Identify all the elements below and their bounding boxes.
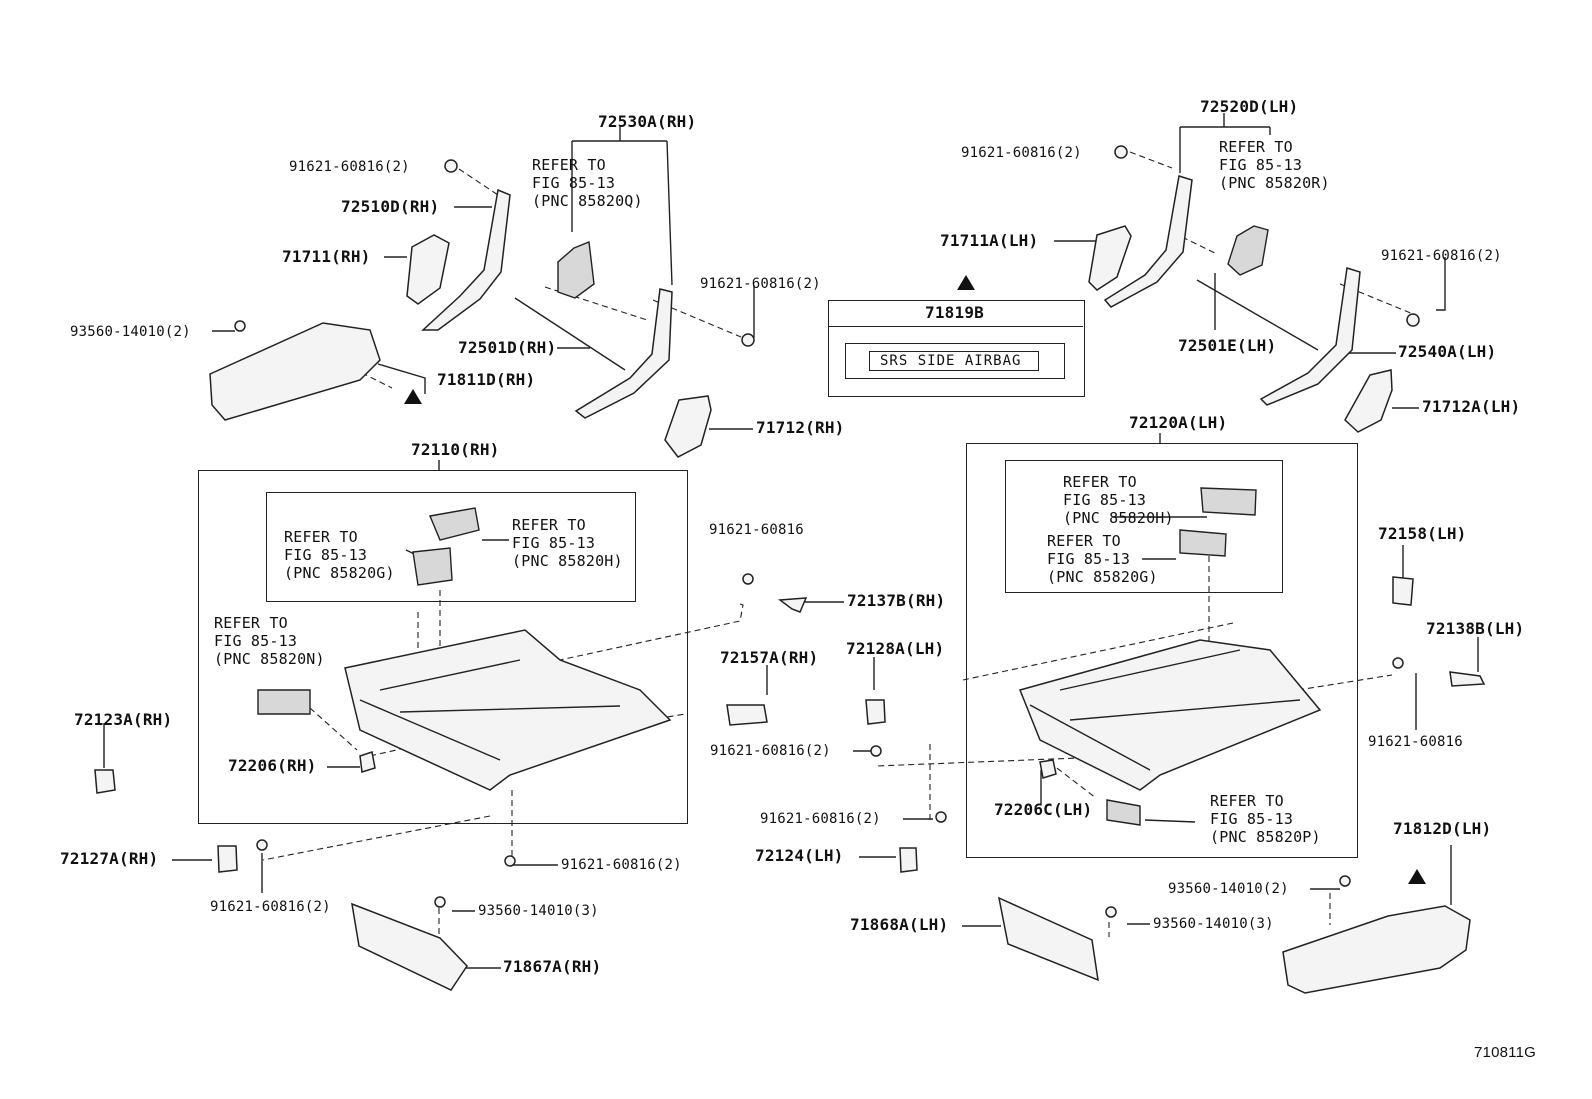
refer-line-2: FIG 85-13 — [1047, 550, 1131, 568]
part-label-91621-center: 91621-60816 — [709, 522, 804, 538]
part-label-72520D: 72520D(LH) — [1200, 97, 1299, 116]
refer-line-1: REFER TO — [532, 156, 606, 174]
refer-pnc: (PNC 85820H) — [1063, 509, 1174, 527]
refer-pnc: (PNC 85820G) — [1047, 568, 1158, 586]
part-label-93560-l: 93560-14010(3) — [478, 903, 599, 919]
part-label-91621-c2: 91621-60816(2) — [760, 811, 881, 827]
refer-box-lh — [1005, 460, 1283, 593]
part-label-71819B: 71819B — [925, 303, 984, 322]
refer-line-1: REFER TO — [1063, 473, 1137, 491]
assembly-box-72110 — [198, 470, 688, 824]
airbag-label-plate-header-rule — [828, 326, 1083, 327]
part-label-72123A: 72123A(RH) — [74, 710, 173, 729]
part-label-72137B: 72137B(RH) — [847, 591, 946, 610]
refer-pnc: (PNC 85820G) — [284, 564, 395, 582]
srs-side-airbag-sticker-inner — [869, 351, 1039, 371]
refer-pnc: (PNC 85820R) — [1219, 174, 1330, 192]
refer-box-rh — [266, 492, 636, 602]
refer-line-1: REFER TO — [284, 528, 358, 546]
part-label-91621-bm: 91621-60816(2) — [561, 857, 682, 873]
part-label-91621-right: 91621-60816 — [1368, 734, 1463, 750]
part-label-93560-r: 93560-14010(3) — [1153, 916, 1274, 932]
refer-pnc: (PNC 85820Q) — [532, 192, 643, 210]
assembly-box-72120A — [966, 443, 1358, 858]
part-label-91621-mid: 91621-60816(2) — [700, 276, 821, 292]
part-label-72510D: 72510D(RH) — [341, 197, 440, 216]
part-label-72120A: 72120A(LH) — [1129, 413, 1228, 432]
refer-line-2: FIG 85-13 — [1210, 810, 1294, 828]
part-label-91621-bl: 91621-60816(2) — [210, 899, 331, 915]
srs-side-airbag-sticker — [845, 343, 1065, 379]
part-label-71711A: 71711A(LH) — [940, 231, 1039, 250]
part-label-91621-r: 91621-60816(2) — [1381, 248, 1502, 264]
refer-line-1: REFER TO — [1219, 138, 1293, 156]
part-label-72128A: 72128A(LH) — [846, 639, 945, 658]
refer-line-2: FIG 85-13 — [284, 546, 368, 564]
part-label-91621-tr: 91621-60816(2) — [961, 145, 1082, 161]
part-label-72206: 72206(RH) — [228, 756, 317, 775]
part-label-91621-tl: 91621-60816(2) — [289, 159, 410, 175]
refer-line-1: REFER TO — [1210, 792, 1284, 810]
refer-line-1: REFER TO — [512, 516, 586, 534]
part-label-72501D: 72501D(RH) — [458, 338, 557, 357]
part-label-72501E: 72501E(LH) — [1178, 336, 1277, 355]
part-label-72158: 72158(LH) — [1378, 524, 1467, 543]
part-label-71811D: 71811D(RH) — [437, 370, 536, 389]
refer-pnc: (PNC 85820N) — [214, 650, 325, 668]
part-label-72127A: 72127A(RH) — [60, 849, 159, 868]
part-label-72157A: 72157A(RH) — [720, 648, 819, 667]
refer-line-1: REFER TO — [1047, 532, 1121, 550]
refer-pnc: (PNC 85820P) — [1210, 828, 1321, 846]
part-label-71812D: 71812D(LH) — [1393, 819, 1492, 838]
airbag-label-plate — [828, 300, 1085, 397]
refer-pnc: (PNC 85820H) — [512, 552, 623, 570]
refer-line-2: FIG 85-13 — [512, 534, 596, 552]
part-label-72138B: 72138B(LH) — [1426, 619, 1525, 638]
refer-line-2: FIG 85-13 — [532, 174, 616, 192]
part-label-72206C: 72206C(LH) — [994, 800, 1093, 819]
leader-lines — [103, 113, 1479, 969]
part-label-93560-tl: 93560-14010(2) — [70, 324, 191, 340]
part-label-72110: 72110(RH) — [411, 440, 500, 459]
part-label-72124: 72124(LH) — [755, 846, 844, 865]
part-label-91621-c1: 91621-60816(2) — [710, 743, 831, 759]
part-label-72530A: 72530A(RH) — [598, 112, 697, 131]
part-label-72540A: 72540A(LH) — [1398, 342, 1497, 361]
refer-line-2: FIG 85-13 — [1219, 156, 1303, 174]
srs-side-airbag-text: SRS SIDE AIRBAG — [880, 353, 1022, 369]
refer-line-2: FIG 85-13 — [1063, 491, 1147, 509]
part-label-71867A: 71867A(RH) — [503, 957, 602, 976]
part-label-71712A: 71712A(LH) — [1422, 397, 1521, 416]
parts — [94, 145, 1486, 994]
drawing-code: 710811G — [1474, 1044, 1537, 1061]
refer-line-1: REFER TO — [214, 614, 288, 632]
part-label-71868A: 71868A(LH) — [850, 915, 949, 934]
refer-line-2: FIG 85-13 — [214, 632, 298, 650]
part-label-71712: 71712(RH) — [756, 418, 845, 437]
part-label-71711: 71711(RH) — [282, 247, 371, 266]
part-label-93560-2-r: 93560-14010(2) — [1168, 881, 1289, 897]
